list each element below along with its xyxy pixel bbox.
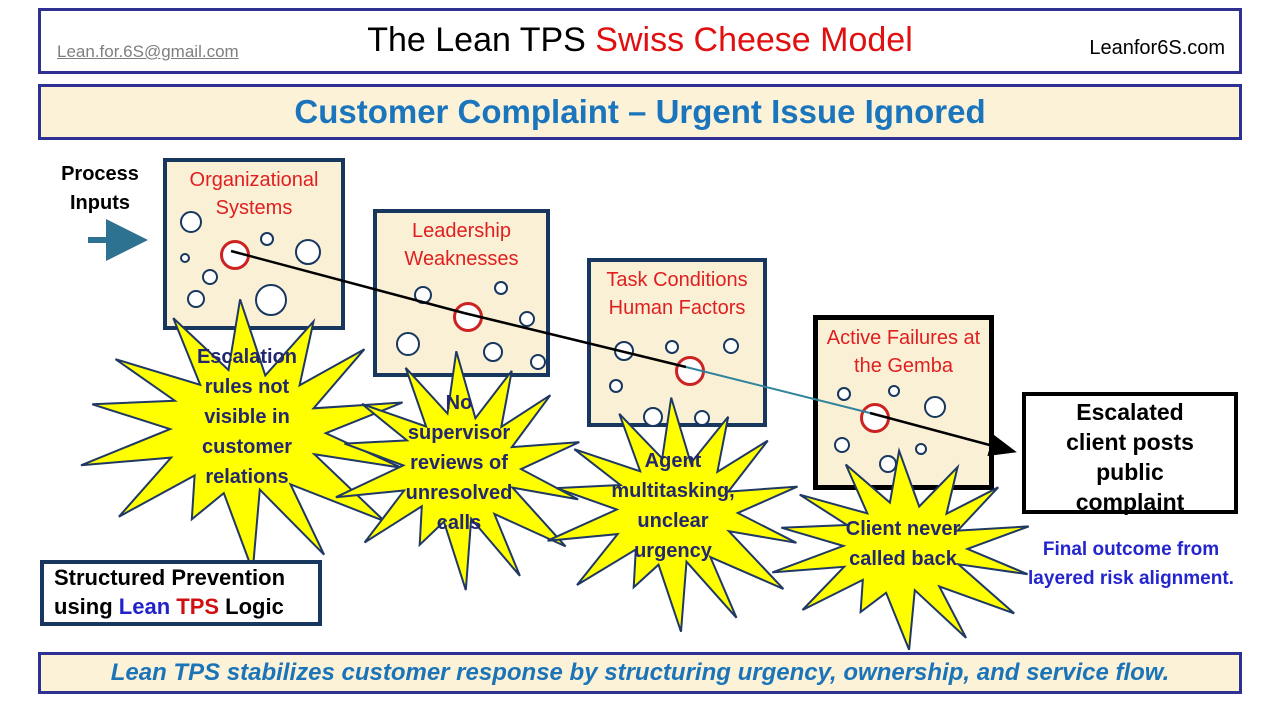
prevention-box: Structured Prevention using Lean TPS Log… xyxy=(40,560,322,626)
prevention-tps: TPS xyxy=(170,594,220,619)
cheese-hole xyxy=(888,385,900,397)
cheese-hole-failure xyxy=(675,356,705,386)
outcome-box: Escalated client posts public complaint xyxy=(1022,392,1238,515)
cheese-hole xyxy=(837,387,851,401)
cheese-hole xyxy=(879,455,897,473)
cheese-slice-active-failures: Active Failures at the Gemba xyxy=(813,315,994,490)
cheese-hole xyxy=(180,211,202,233)
cheese-hole xyxy=(494,281,508,295)
site-label: Leanfor6S.com xyxy=(1089,37,1225,59)
header-bar: Lean.for.6S@gmail.com The Lean TPS Swiss… xyxy=(38,8,1242,74)
cheese-hole xyxy=(723,338,739,354)
cheese-hole xyxy=(530,354,546,370)
cheese-slice-leadership-weaknesses: Leadership Weaknesses xyxy=(373,209,550,377)
prevention-using: using xyxy=(54,594,113,619)
prevention-lean: Lean xyxy=(112,594,171,619)
process-inputs-label: Process Inputs xyxy=(61,163,139,214)
prevention-line-1: Structured Prevention xyxy=(54,565,286,591)
cheese-hole xyxy=(255,284,287,316)
outcome-text: Escalated client posts public complaint xyxy=(1066,399,1194,515)
email-link[interactable]: Lean.for.6S@gmail.com xyxy=(57,42,239,61)
cheese-hole xyxy=(396,332,420,356)
prevention-line-2: using Lean TPS Logic xyxy=(54,593,318,622)
banner-bar: Customer Complaint – Urgent Issue Ignore… xyxy=(38,84,1242,140)
failure-callout-3: Agent multitasking, unclear urgency xyxy=(611,450,735,562)
cheese-hole xyxy=(180,253,190,263)
cheese-hole xyxy=(834,437,850,453)
footer-text: Lean TPS stabilizes customer response by… xyxy=(110,659,1170,686)
failure-callout-1: Escalation rules not visible in customer… xyxy=(196,346,298,488)
cheese-hole xyxy=(187,290,205,308)
cheese-hole xyxy=(665,340,679,354)
page-title-black: The Lean TPS xyxy=(367,21,596,59)
slice-label: Organizational Systems xyxy=(189,169,319,219)
slice-label: Leadership Weaknesses xyxy=(404,220,519,270)
cheese-hole-failure xyxy=(453,302,483,332)
slice-label: Task Conditions Human Factors xyxy=(606,269,748,319)
outcome-caption: Final outcome from layered risk alignmen… xyxy=(1028,539,1234,589)
page-title-red: Swiss Cheese Model xyxy=(595,21,913,59)
cheese-hole xyxy=(643,407,663,427)
cheese-hole xyxy=(202,269,218,285)
failure-callout-4: Client never called back xyxy=(845,518,961,570)
cheese-hole xyxy=(915,443,927,455)
cheese-hole xyxy=(614,341,634,361)
cheese-hole-failure xyxy=(860,403,890,433)
cheese-hole xyxy=(519,311,535,327)
prevention-logic: Logic xyxy=(219,594,284,619)
cheese-hole xyxy=(483,342,503,362)
slice-label: Active Failures at the Gemba xyxy=(826,327,981,377)
cheese-hole xyxy=(414,286,432,304)
banner-title: Customer Complaint – Urgent Issue Ignore… xyxy=(294,93,986,130)
cheese-slice-task-conditions: Task Conditions Human Factors xyxy=(587,258,767,427)
cheese-hole xyxy=(609,379,623,393)
cheese-hole xyxy=(260,232,274,246)
cheese-hole-failure xyxy=(220,240,250,270)
failure-callout-2: No supervisor reviews of unresolved call… xyxy=(405,392,513,534)
cheese-hole xyxy=(295,239,321,265)
cheese-hole xyxy=(924,396,946,418)
footer-bar: Lean TPS stabilizes customer response by… xyxy=(38,652,1242,694)
page-title: The Lean TPS Swiss Cheese Model xyxy=(41,21,1239,60)
cheese-slice-organizational-systems: Organizational Systems xyxy=(163,158,345,330)
cheese-hole xyxy=(694,410,710,426)
